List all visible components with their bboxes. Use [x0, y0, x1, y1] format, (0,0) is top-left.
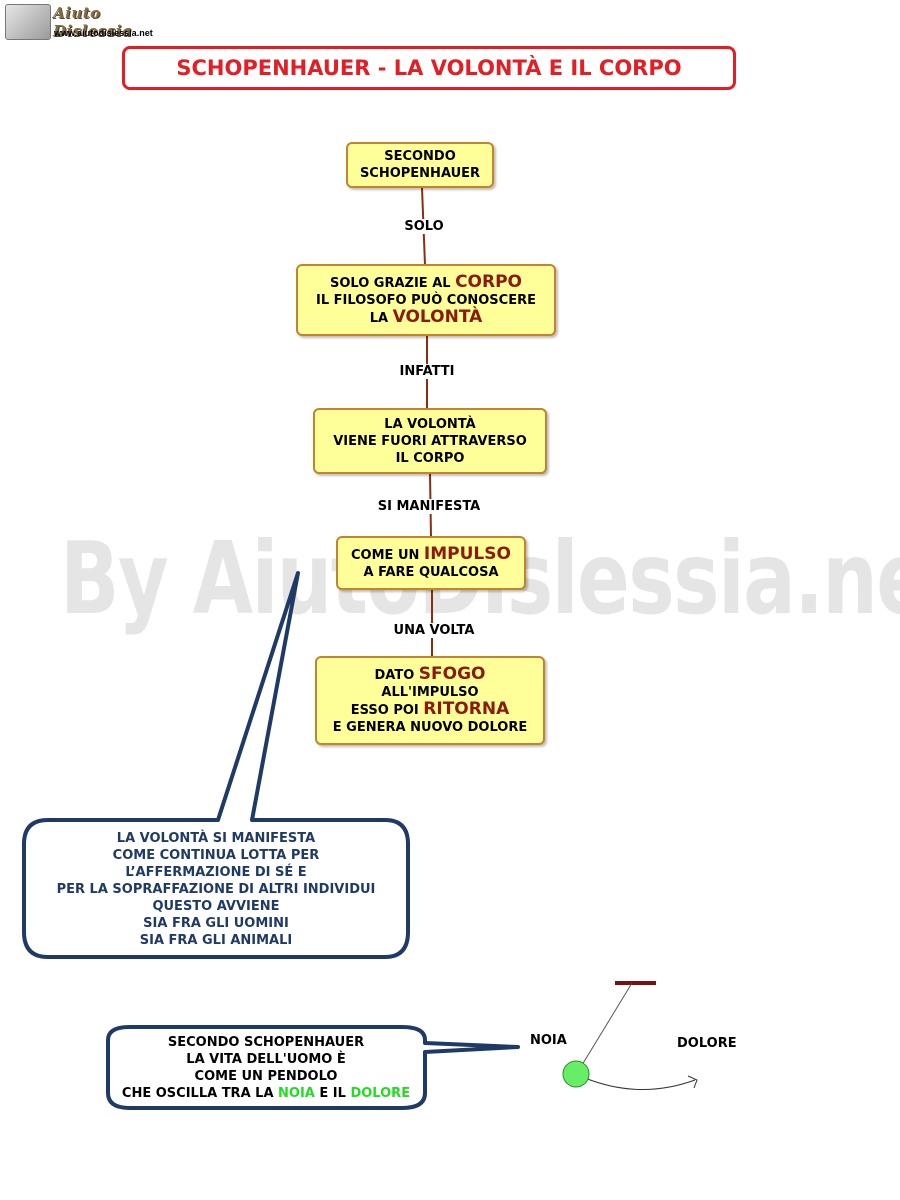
callout-2-line-4: CHE OSCILLA TRA LA NOIA E IL DOLORE [110, 1085, 422, 1102]
logo-url: www.aiutodislessia.net [54, 28, 153, 38]
callout-1-text: LA VOLONTÀ SI MANIFESTA COME CONTINUA LO… [26, 830, 406, 949]
link-label-infatti: INFATTI [388, 364, 466, 379]
node-3-line-2: VIENE FUORI ATTRAVERSO [333, 433, 527, 449]
arrow-head [687, 1075, 698, 1089]
page-title: SCHOPENHAUER - LA VOLONTÀ E IL CORPO [122, 46, 736, 90]
link-label-si-manifesta: SI MANIFESTA [366, 499, 492, 514]
callout-2-line-2: LA VITA DELL'UOMO È [186, 1052, 346, 1067]
node-corpo-volonta: SOLO GRAZIE AL CORPO IL FILOSOFO PUÒ CON… [296, 264, 556, 336]
callout-2-text: SECONDO SCHOPENHAUER LA VITA DELL'UOMO È… [110, 1034, 422, 1102]
node-5-highlight-sfogo: SFOGO [418, 663, 486, 684]
node-3-line-3: IL CORPO [395, 450, 465, 466]
node-4-text-b: A FARE QUALCOSA [363, 564, 499, 580]
pendulum-swing-arrow [584, 1077, 696, 1091]
node-volonta-corpo: LA VOLONTÀ VIENE FUORI ATTRAVERSO IL COR… [313, 408, 547, 474]
callout-1-line-3: L’AFFERMAZIONE DI SÉ E [125, 865, 307, 880]
node-2-text-b: IL FILOSOFO PUÒ CONOSCERE [316, 292, 536, 308]
callout-2-line-3: COME UN PENDOLO [194, 1069, 338, 1084]
node-2-text-a: SOLO GRAZIE AL [329, 275, 456, 291]
callout-2-noia: NOIA [278, 1086, 315, 1101]
node-5-text-b: ALL'IMPULSO [381, 684, 479, 700]
callout-1-line-6: SIA FRA GLI UOMINI [143, 916, 289, 931]
node-1-line-2: SCHOPENHAUER [359, 166, 481, 181]
callout-2-line-1: SECONDO SCHOPENHAUER [167, 1035, 365, 1050]
node-2-text-c: LA [369, 310, 393, 326]
pendulum-label-noia: NOIA [530, 1033, 567, 1048]
node-3-line-1: LA VOLONTÀ [384, 416, 476, 432]
callout-1-line-7: SIA FRA GLI ANIMALI [139, 933, 293, 948]
node-impulso: COME UN IMPULSO A FARE QUALCOSA [336, 536, 526, 590]
callout-1-shape [22, 571, 410, 959]
callout-2-dolore: DOLORE [350, 1086, 411, 1101]
callout-1-line-1: LA VOLONTÀ SI MANIFESTA [116, 831, 316, 846]
node-5-text-d: E GENERA NUOVO DOLORE [332, 719, 528, 735]
link-label-solo: SOLO [398, 219, 450, 234]
pendulum-bob [562, 1060, 590, 1088]
logo: Aiuto Dislessia www.aiutodislessia.net [5, 4, 165, 42]
node-2-highlight-corpo: CORPO [455, 271, 523, 292]
node-secondo-schopenhauer: SECONDO SCHOPENHAUER [346, 142, 494, 188]
node-4-text-a: COME UN [351, 547, 424, 563]
pendulum-label-dolore: DOLORE [677, 1036, 737, 1051]
callout-2-shape [106, 1025, 520, 1110]
node-5-highlight-ritorna: RITORNA [423, 698, 510, 719]
callout-1-line-5: QUESTO AVVIENE [152, 899, 280, 914]
node-5-text-a: DATO [374, 667, 419, 683]
callout-2-line-4a: CHE OSCILLA TRA LA [121, 1086, 279, 1101]
node-5-text-c: ESSO POI [350, 702, 424, 718]
callout-1-line-4: PER LA SOPRAFFAZIONE DI ALTRI INDIVIDUI [56, 882, 376, 897]
logo-brand: Aiuto Dislessia [53, 4, 133, 40]
book-logo-icon [5, 4, 51, 40]
pendulum-string [581, 982, 633, 1066]
node-1-line-1: SECONDO [384, 149, 456, 164]
node-4-highlight-impulso: IMPULSO [423, 543, 511, 564]
callout-2-line-4b: E IL [314, 1086, 351, 1101]
node-2-highlight-volonta: VOLONTÀ [392, 306, 483, 327]
link-label-una-volta: UNA VOLTA [384, 623, 484, 638]
callout-1-line-2: COME CONTINUA LOTTA PER [112, 848, 320, 863]
node-sfogo-ritorna: DATO SFOGO ALL'IMPULSO ESSO POI RITORNA … [315, 656, 545, 745]
